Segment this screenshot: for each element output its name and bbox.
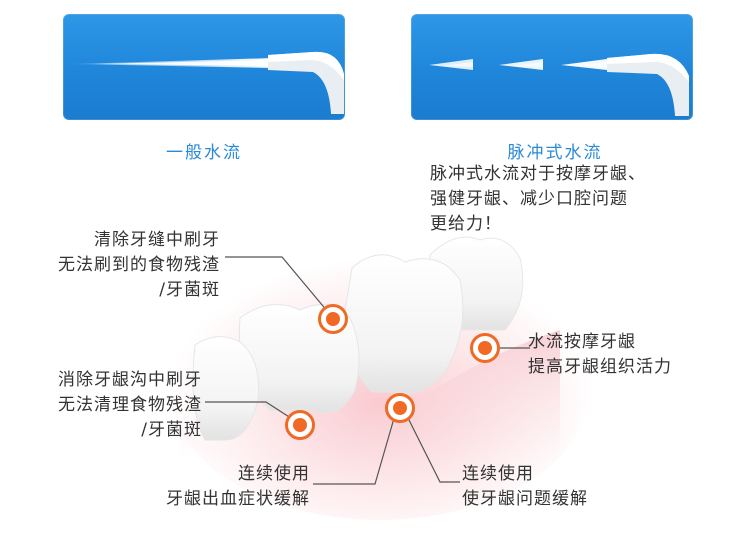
- callout-line: 连续使用: [238, 464, 310, 484]
- callout-line: 消除牙龈沟中刷牙: [58, 370, 202, 390]
- callout-line: 无法清理食物残渣: [58, 395, 202, 415]
- steady-stream-panel: [63, 14, 345, 120]
- nozzle-icon: [268, 51, 344, 114]
- nozzle-icon: [607, 53, 689, 116]
- steady-stream-caption: 一般水流: [166, 143, 242, 163]
- callout-line: 牙龈出血症状缓解: [166, 489, 310, 509]
- callout-line: 连续使用: [462, 464, 534, 484]
- callout-line: 水流按摩牙龈: [528, 332, 636, 352]
- pulse-jet-icon: [429, 53, 689, 116]
- bleeding-marker: [385, 393, 415, 423]
- callout-line: /牙菌斑: [159, 280, 220, 300]
- gap-cleaning-marker: [318, 304, 348, 334]
- callout-line: 无法刷到的食物残渣: [58, 255, 220, 275]
- bleeding-callout: 连续使用 牙龈出血症状缓解: [120, 462, 310, 512]
- callout-line: 清除牙缝中刷牙: [94, 230, 220, 250]
- pulse-description-line: 更给力！: [430, 214, 502, 234]
- massage-callout: 水流按摩牙龈 提高牙龈组织活力: [528, 330, 672, 380]
- callout-line: 提高牙龈组织活力: [528, 357, 672, 377]
- pulse-description: 脉冲式水流对于按摩牙龈、 强健牙龈、减少口腔问题 更给力！: [430, 162, 646, 237]
- pulse-stream-panel: [411, 14, 693, 120]
- callout-line: 使牙龈问题缓解: [462, 489, 588, 509]
- pulse-description-line: 脉冲式水流对于按摩牙龈、: [430, 164, 646, 184]
- massage-marker: [470, 333, 500, 363]
- pulse-stream-caption: 脉冲式水流: [507, 143, 603, 163]
- water-jet-icon: [73, 51, 344, 114]
- gap-cleaning-callout: 清除牙缝中刷牙 无法刷到的食物残渣 /牙菌斑: [20, 228, 220, 303]
- gum-pocket-callout: 消除牙龈沟中刷牙 无法清理食物残渣 /牙菌斑: [10, 368, 202, 443]
- callout-line: /牙菌斑: [141, 420, 202, 440]
- problems-callout: 连续使用 使牙龈问题缓解: [462, 462, 588, 512]
- pulse-description-line: 强健牙龈、减少口腔问题: [430, 189, 628, 209]
- gum-pocket-marker: [285, 410, 315, 440]
